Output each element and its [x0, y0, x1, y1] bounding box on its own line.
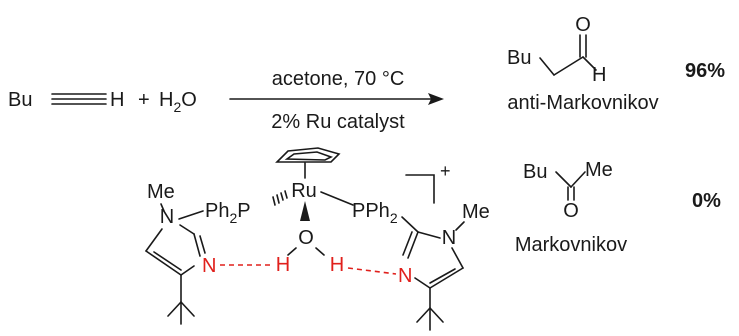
right-c2-n1-bond: [417, 231, 441, 239]
cyclopentadienyl-ring-outer: [275, 147, 341, 163]
aldehyde-bond-bu-ch2: [539, 57, 555, 76]
left-imidazole: N Me N: [145, 181, 270, 325]
right-tbu-methyl-1: [416, 307, 431, 323]
ketone-methyl-label: Me: [585, 159, 613, 181]
alkyne-hydrogen-label: H: [110, 89, 124, 111]
right-methyl-label: Me: [462, 201, 490, 223]
ru-right-p-bond: [320, 191, 354, 206]
catalyst-charge: +: [440, 161, 451, 181]
left-c2-n3-double: [199, 235, 206, 254]
left-imidazole-n3-label: N: [202, 255, 216, 277]
left-tbu-methyl-1: [167, 301, 182, 317]
reaction-arrow-head: [428, 93, 444, 105]
left-c5-c4-double: [153, 251, 182, 271]
left-phosphine-label: Ph2P: [205, 200, 251, 226]
aldehyde-oxygen-label: O: [575, 14, 591, 36]
markovnikov-yield: 0%: [692, 190, 721, 212]
left-n-me-bond: [160, 203, 165, 212]
right-n-me-bond: [455, 221, 465, 231]
ru-catalyst: + Ru Ph2P PPh2 O H H H N Me: [145, 147, 490, 331]
left-c5-c4-bond: [145, 250, 182, 276]
reaction-condition-bottom: 2% Ru catalyst: [271, 111, 405, 133]
hydroxide-hydrogen-right-label: H: [330, 254, 344, 276]
oxygen-right-hydrogen-bond: [315, 247, 325, 256]
reaction-condition-top: acetone, 70 °C: [272, 68, 405, 90]
oxygen-left-hydrogen-bond: [287, 247, 297, 256]
ru-oxygen-wedge-bond: [300, 201, 310, 221]
right-imidazole: N Me N: [347, 201, 490, 331]
aldehyde-hydrogen-label: H: [592, 64, 606, 86]
ketone-bond-bu-c: [555, 171, 572, 188]
right-c4-n3-bond: [414, 277, 431, 289]
left-n3-c2-bond: [193, 233, 201, 257]
plus-sign: +: [138, 89, 150, 111]
right-phosphine-label: PPh2: [352, 200, 398, 226]
right-n1-c5-bond: [451, 247, 464, 269]
alkyne-butyl-label: Bu: [8, 89, 32, 111]
hydroxide-hydrogen-left-label: H: [276, 254, 290, 276]
left-tbu-methyl-2: [180, 301, 195, 317]
ketone-oxygen-label: O: [563, 200, 579, 222]
aldehyde-bond-c-h: [582, 56, 597, 71]
cationic-bracket: [405, 174, 435, 204]
left-c2-p-bond: [178, 210, 204, 220]
reaction-arrow: [229, 93, 444, 105]
right-tbu-methyl-2: [429, 307, 444, 323]
right-hydrogen-bond: [347, 267, 397, 275]
anti-markovnikov-yield: 96%: [685, 60, 725, 82]
anti-markovnikov-label: anti-Markovnikov: [507, 92, 658, 114]
aldehyde-product: Bu O H: [507, 14, 606, 86]
cyclopentadienyl-ring-inner: [284, 151, 334, 161]
left-c4-n3-bond: [180, 265, 195, 276]
ketone-butyl-label: Bu: [523, 161, 547, 183]
hydroxide-oxygen-label: O: [298, 227, 314, 249]
left-n-methyl-label: N: [160, 206, 174, 228]
water-formula: H2O: [159, 89, 197, 115]
water-reactant: H2O: [159, 89, 197, 115]
left-n1-c5-bond: [145, 228, 163, 252]
aldehyde-bond-ch2-c: [553, 56, 584, 76]
left-methyl-label: Me: [147, 181, 175, 203]
right-c5-c4-bond: [429, 267, 464, 289]
right-c2-n3-double: [402, 231, 413, 256]
ru-left-p-hashed-bond: [272, 190, 288, 206]
ru-label: Ru: [291, 180, 317, 202]
left-c2-n1-bond: [179, 224, 195, 235]
aldehyde-butyl-label: Bu: [507, 47, 531, 69]
right-imidazole-n3-label: N: [398, 265, 412, 287]
ketone-bond-c-me: [570, 171, 586, 188]
right-n-methyl-label: N: [442, 227, 456, 249]
alkyne-reactant: Bu H: [8, 89, 124, 111]
ketone-product: Bu O Me: [523, 159, 613, 222]
right-c5-c4-double: [429, 268, 456, 284]
right-n3-c2-bond: [407, 231, 419, 259]
right-c2-p-bond: [401, 216, 419, 233]
markovnikov-label: Markovnikov: [515, 234, 627, 256]
